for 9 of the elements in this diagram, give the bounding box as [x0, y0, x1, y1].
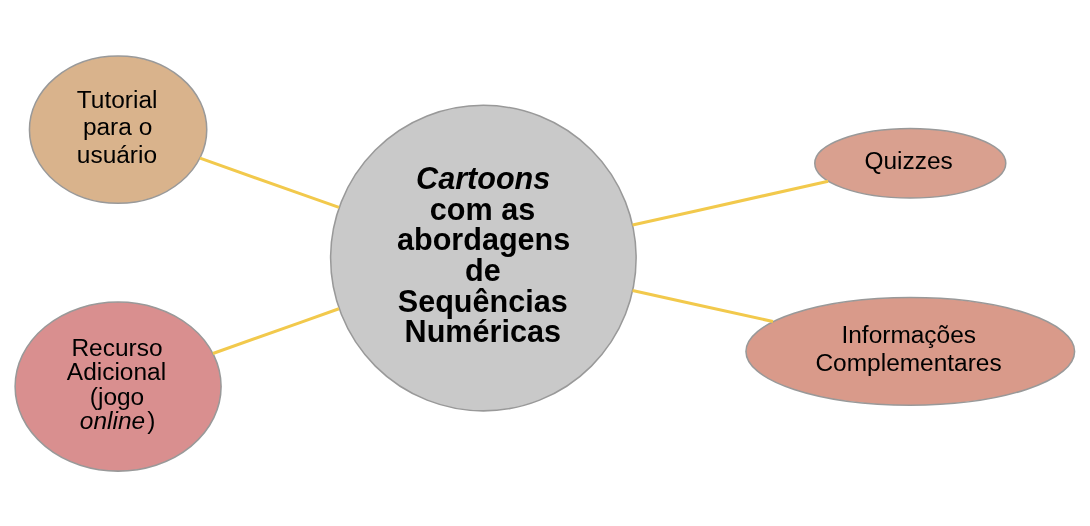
connector	[199, 156, 340, 209]
node-ellipse: Quizzes	[814, 127, 1007, 199]
connector	[632, 288, 774, 323]
node-ellipse: Recurso Adicional (jogo online)	[14, 300, 222, 472]
connector	[212, 306, 340, 355]
node-circle: Cartoons com as abordagens de Sequências Numéricas	[329, 104, 637, 412]
node-ellipse: Informações Complementares	[745, 296, 1076, 406]
node-ellipse: Tutorial para o usuário	[28, 54, 208, 204]
connector	[632, 179, 829, 227]
